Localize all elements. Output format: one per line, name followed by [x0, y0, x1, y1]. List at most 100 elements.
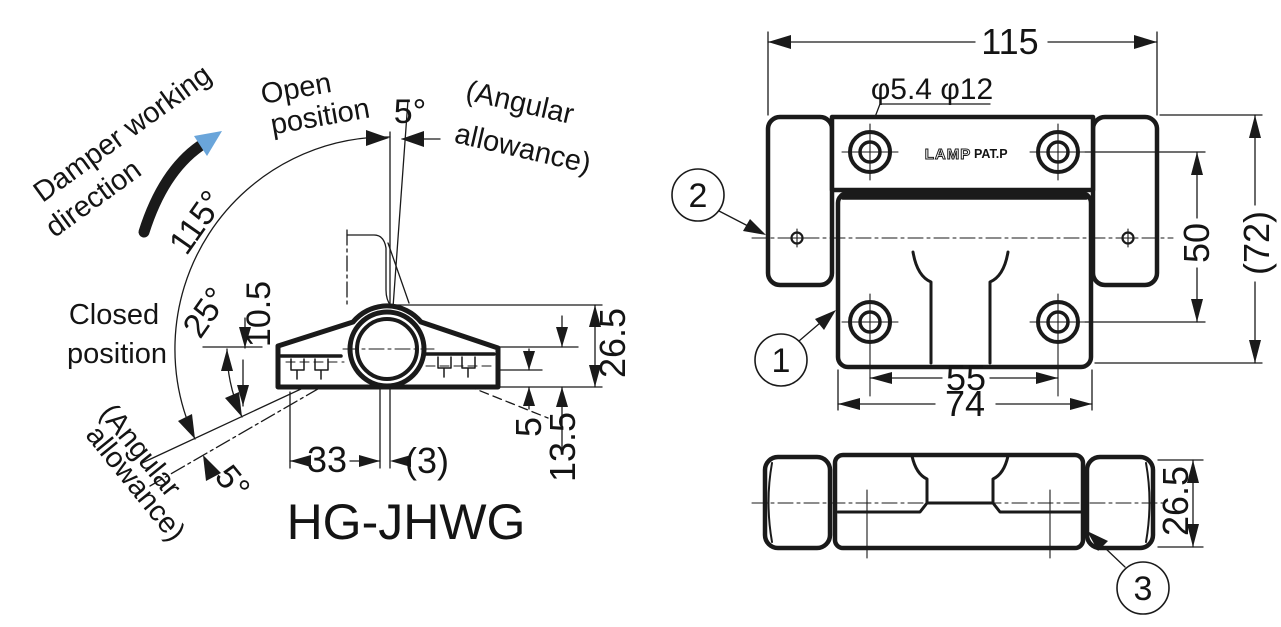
dim-13-5-value: 13.5	[542, 412, 583, 482]
dim-arrowhead	[589, 305, 601, 327]
dim-arrowhead	[290, 455, 311, 467]
arc-arrowhead	[225, 392, 242, 417]
cap-curvature-left	[767, 462, 773, 543]
callout-number: 3	[1134, 570, 1153, 608]
dim-5-value: 5	[508, 417, 549, 437]
callout-leader	[1103, 546, 1126, 568]
step-line-right	[991, 501, 1083, 514]
ext-lines-26-5	[1157, 459, 1204, 548]
leader-arrowhead	[1087, 531, 1108, 551]
brand-logo: LAMP	[925, 146, 972, 163]
callout-2: 2	[671, 168, 766, 235]
hole-projection-lines	[866, 489, 1051, 559]
dim-arrowhead	[237, 385, 249, 406]
dim-arrowhead	[1191, 152, 1203, 175]
dim-50-value: 50	[1176, 223, 1217, 263]
dim-arrowhead	[1070, 398, 1092, 410]
side-view-dimensions	[237, 304, 603, 469]
screw-slot	[314, 358, 329, 380]
callout-number: 2	[689, 177, 708, 215]
mounting-plate	[835, 190, 1094, 370]
dim-arrowhead	[1134, 35, 1157, 49]
step-line-left	[836, 501, 929, 514]
arc-arrowhead	[178, 414, 195, 439]
leader-arrowhead	[743, 219, 766, 235]
closed-angle-value: 25°	[176, 281, 237, 345]
top-view: 115 φ5.4 φ12	[671, 21, 1277, 424]
damper-channel-right	[988, 250, 1010, 365]
dim-arrowhead	[390, 455, 411, 467]
arc-arrowhead	[221, 349, 233, 371]
dim-arrowhead	[1187, 524, 1199, 547]
screw-slot	[437, 356, 452, 378]
open-lever-right-edge	[387, 242, 410, 304]
callout-circle	[671, 168, 725, 222]
dim-arrowhead	[556, 327, 568, 347]
left-wing-cap	[765, 114, 835, 288]
callout-number: 1	[772, 342, 791, 380]
hole-crosshair	[1029, 123, 1087, 181]
closed-position-label-line1: Closed	[69, 299, 159, 331]
side-view: Damper working direction Open position 5…	[28, 59, 633, 550]
channel-edge-right	[991, 454, 1010, 505]
allowance-angle-top: 5°	[394, 93, 427, 131]
callout-leader	[718, 210, 749, 227]
arc-arrowhead	[366, 130, 389, 146]
dim-72-value: (72)	[1236, 211, 1277, 275]
dim-arrowhead	[589, 365, 601, 387]
dim-26-5-value: 26.5	[1155, 466, 1196, 536]
dim-33-value: 33	[307, 439, 347, 480]
dim-arrowhead	[1036, 372, 1058, 384]
bottom-view: 26.5 3	[751, 452, 1204, 615]
dim-115-value: 115	[981, 21, 1038, 62]
dim-arrowhead	[870, 372, 892, 384]
callout-leader	[798, 322, 821, 342]
opening-angle-value: 115°	[162, 184, 232, 261]
callout-circle	[1116, 561, 1170, 615]
channel-edge-left	[910, 454, 929, 505]
callout-1: 1	[754, 310, 836, 387]
opening-angle-arc	[174, 136, 391, 440]
ext-lines-74	[837, 369, 1093, 411]
arc-arrowhead	[401, 131, 424, 147]
arc-arrowhead	[203, 455, 221, 481]
dim-arrowhead	[1249, 340, 1261, 363]
hinge-profile	[275, 303, 501, 390]
screw-slot	[461, 356, 476, 378]
allowance-angle-bottom: 5°	[207, 458, 257, 507]
hole-crosshair	[841, 123, 899, 181]
dim-arrowhead	[768, 35, 791, 49]
dim-55-value: 55	[946, 357, 986, 398]
dim-arrowhead	[838, 398, 860, 410]
hole-crosshair	[841, 293, 899, 397]
hole-crosshair	[1029, 293, 1087, 397]
hole-diameter-note: φ5.4 φ12	[871, 73, 993, 106]
dim-74-value: 74	[945, 383, 985, 424]
damper-direction-arrow	[138, 140, 206, 238]
dim-10-5-value: 10.5	[240, 281, 278, 347]
open-lever-outline	[346, 229, 410, 309]
dim-arrowhead	[1249, 115, 1261, 138]
open-lever-edge	[346, 234, 392, 307]
dim-arrowhead	[1187, 460, 1199, 483]
dim-26-5-value: 26.5	[592, 308, 633, 378]
closed-position-label-line2: position	[67, 338, 167, 370]
callout-3: 3	[1087, 531, 1170, 615]
ext-lines-50	[1084, 151, 1206, 323]
ext-lines-72	[1094, 114, 1263, 364]
dim-arrowhead	[239, 327, 251, 348]
dim-3-value: (3)	[405, 440, 449, 481]
model-number: HG-JHWG	[287, 494, 526, 550]
dim-arrowhead	[523, 351, 535, 370]
cap-curvature-right	[1145, 462, 1151, 543]
damper-channel-left	[911, 250, 933, 365]
dim-arrowhead	[523, 387, 535, 406]
screw-slot	[290, 358, 305, 380]
ext-lines-115	[767, 31, 1158, 116]
angular-allowance-top-line2: allowance)	[452, 118, 594, 180]
patent-mark: PAT.P	[974, 147, 1008, 161]
dim-arrowhead	[359, 455, 380, 467]
barrel-outer-circle	[347, 309, 427, 389]
